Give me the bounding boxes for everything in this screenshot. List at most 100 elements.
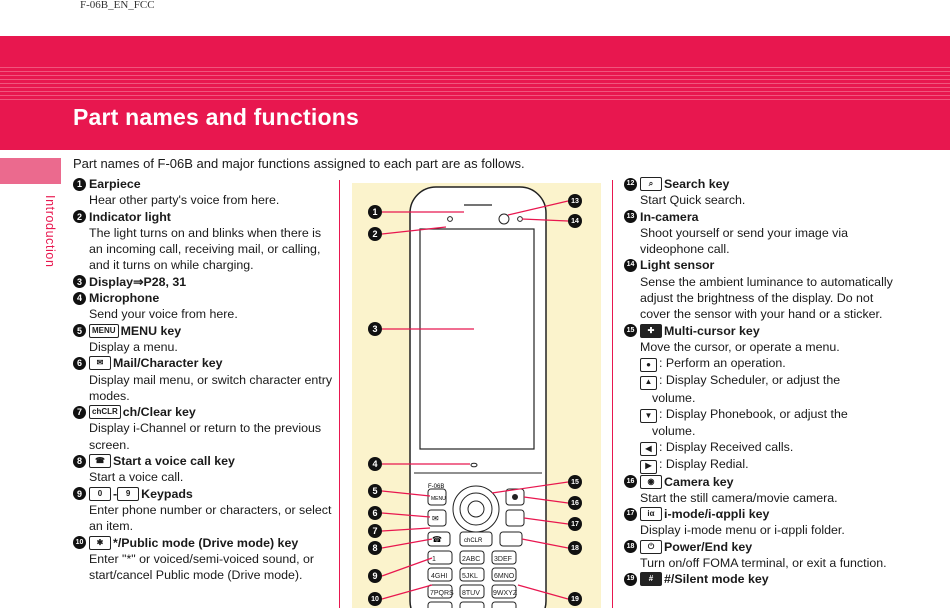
key-2: 2ABC — [462, 556, 480, 563]
item-desc: Hear other party's voice from here. — [89, 193, 280, 208]
menu-key: MENU — [431, 496, 446, 502]
item-desc: Display a menu. — [89, 339, 178, 354]
down-key-icon: ▼ — [640, 408, 657, 423]
number-badge: 8 — [73, 454, 86, 468]
phone-figure: F-06B MENU ✉ ☎ chCLR 1 2ABC 3DEF 4GHI 5J… — [352, 183, 601, 613]
item-title: Multi-cursor key — [664, 323, 760, 338]
call-key: ☎ — [432, 535, 442, 544]
clear-key: chCLR — [464, 538, 483, 544]
callout-4: 4 — [368, 457, 382, 471]
sub-text: : Display Redial. — [659, 457, 749, 472]
key-4: 4GHI — [431, 573, 447, 580]
sub-item: ▲: Display Scheduler, or adjust the — [624, 372, 894, 390]
number-badge: 4 — [73, 291, 86, 305]
center-key-icon: ● — [640, 358, 657, 373]
asterisk-key-icon: ✱ — [89, 535, 111, 550]
zero-key-icon: 0 — [89, 486, 111, 501]
multi-cursor-icon: ✚ — [640, 323, 662, 338]
list-item: 12⌕Search key Start Quick search. — [624, 176, 894, 209]
number-badge: 10 — [73, 536, 86, 550]
column-divider-left — [339, 180, 340, 608]
key-5: 5JKL — [462, 573, 478, 580]
callout-3: 3 — [368, 322, 382, 336]
callout-13: 13 — [568, 194, 582, 208]
header-stripes — [0, 64, 950, 102]
callout-5: 5 — [368, 484, 382, 498]
item-desc: Display mail menu, or switch character e… — [89, 372, 333, 403]
list-item: 8☎Start a voice call key Start a voice c… — [73, 453, 335, 486]
list-item: 18⏻Power/End key Turn on/off FOMA termin… — [624, 539, 894, 572]
left-key-icon: ◀ — [640, 442, 657, 457]
number-badge: 9 — [73, 487, 86, 501]
number-badge: 1 — [73, 177, 86, 191]
item-title: #/Silent mode key — [664, 572, 769, 587]
item-desc: The light turns on and blinks when there… — [89, 225, 322, 273]
number-badge: 19 — [624, 572, 637, 586]
number-badge: 13 — [624, 210, 637, 224]
item-title: Start a voice call key — [113, 454, 235, 469]
sub-item: ◀: Display Received calls. — [624, 439, 894, 457]
item-desc: Enter "*" or voiced/semi-voiced sound, o… — [89, 551, 315, 583]
callout-14: 14 — [568, 214, 582, 228]
up-key-icon: ▲ — [640, 375, 657, 390]
number-badge: 12 — [624, 177, 637, 191]
sub-item: ▼: Display Phonebook, or adjust the — [624, 406, 894, 423]
number-badge: 5 — [73, 324, 86, 338]
number-badge: 7 — [73, 405, 86, 419]
key-3: 3DEF — [494, 556, 512, 563]
item-title: MENU key — [120, 323, 182, 338]
model-label: F-06B — [428, 484, 444, 490]
power-key-icon: ⏻ — [640, 539, 662, 554]
callout-8: 8 — [368, 541, 382, 555]
document-code: F-06B_EN_FCC — [80, 0, 155, 11]
sub-item: ●: Perform an operation. — [624, 355, 894, 373]
key-9: 9WXYZ — [493, 590, 518, 597]
item-desc: Start a voice call. — [89, 470, 184, 485]
number-badge: 15 — [624, 324, 637, 338]
callout-15: 15 — [568, 475, 582, 489]
clear-key-icon: chCLR — [89, 405, 121, 420]
menu-key-icon: MENU — [89, 323, 119, 338]
key-1: 1 — [432, 556, 436, 563]
imode-key-icon: iα — [640, 507, 662, 522]
hash-key-icon: # — [640, 572, 662, 587]
item-title: Microphone — [89, 291, 160, 306]
number-badge: 16 — [624, 475, 637, 489]
list-item: 15✚Multi-cursor key Move the cursor, or … — [624, 323, 894, 474]
callout-2: 2 — [368, 227, 382, 241]
item-title: Search key — [664, 177, 730, 191]
nine-key-icon: 9 — [117, 486, 140, 501]
item-desc: Display i-mode menu or i-αppli folder. — [640, 523, 845, 538]
callout-9: 9 — [368, 569, 382, 583]
item-title: Keypads — [141, 486, 193, 501]
number-badge: 17 — [624, 507, 637, 521]
item-title: i-mode/i-αppli key — [664, 507, 770, 522]
callout-16: 16 — [568, 496, 582, 510]
item-title: Camera key — [664, 474, 734, 489]
sub-text: : Display Received calls. — [659, 440, 794, 455]
column-divider-right — [612, 180, 613, 608]
item-title: Light sensor — [640, 258, 715, 273]
item-desc: Move the cursor, or operate a menu. — [640, 339, 840, 354]
right-key-icon: ▶ — [640, 459, 657, 474]
page-title: Part names and functions — [73, 104, 359, 130]
callout-10: 10 — [368, 592, 382, 606]
number-badge: 6 — [73, 356, 86, 370]
sub-text: : Display Phonebook, or adjust the — [659, 406, 848, 421]
list-item: 10✱*/Public mode (Drive mode) key Enter … — [73, 535, 335, 584]
item-desc: Shoot yourself or send your image via vi… — [640, 225, 848, 257]
item-title: */Public mode (Drive mode) key — [113, 535, 299, 550]
search-key-icon: ⌕ — [640, 177, 662, 192]
item-title: Indicator light — [89, 209, 171, 224]
mail-key-icon: ✉ — [89, 356, 111, 371]
key-7: 7PQRS — [430, 590, 454, 597]
item-title[interactable]: Display⇒P28, 31 — [89, 274, 187, 289]
